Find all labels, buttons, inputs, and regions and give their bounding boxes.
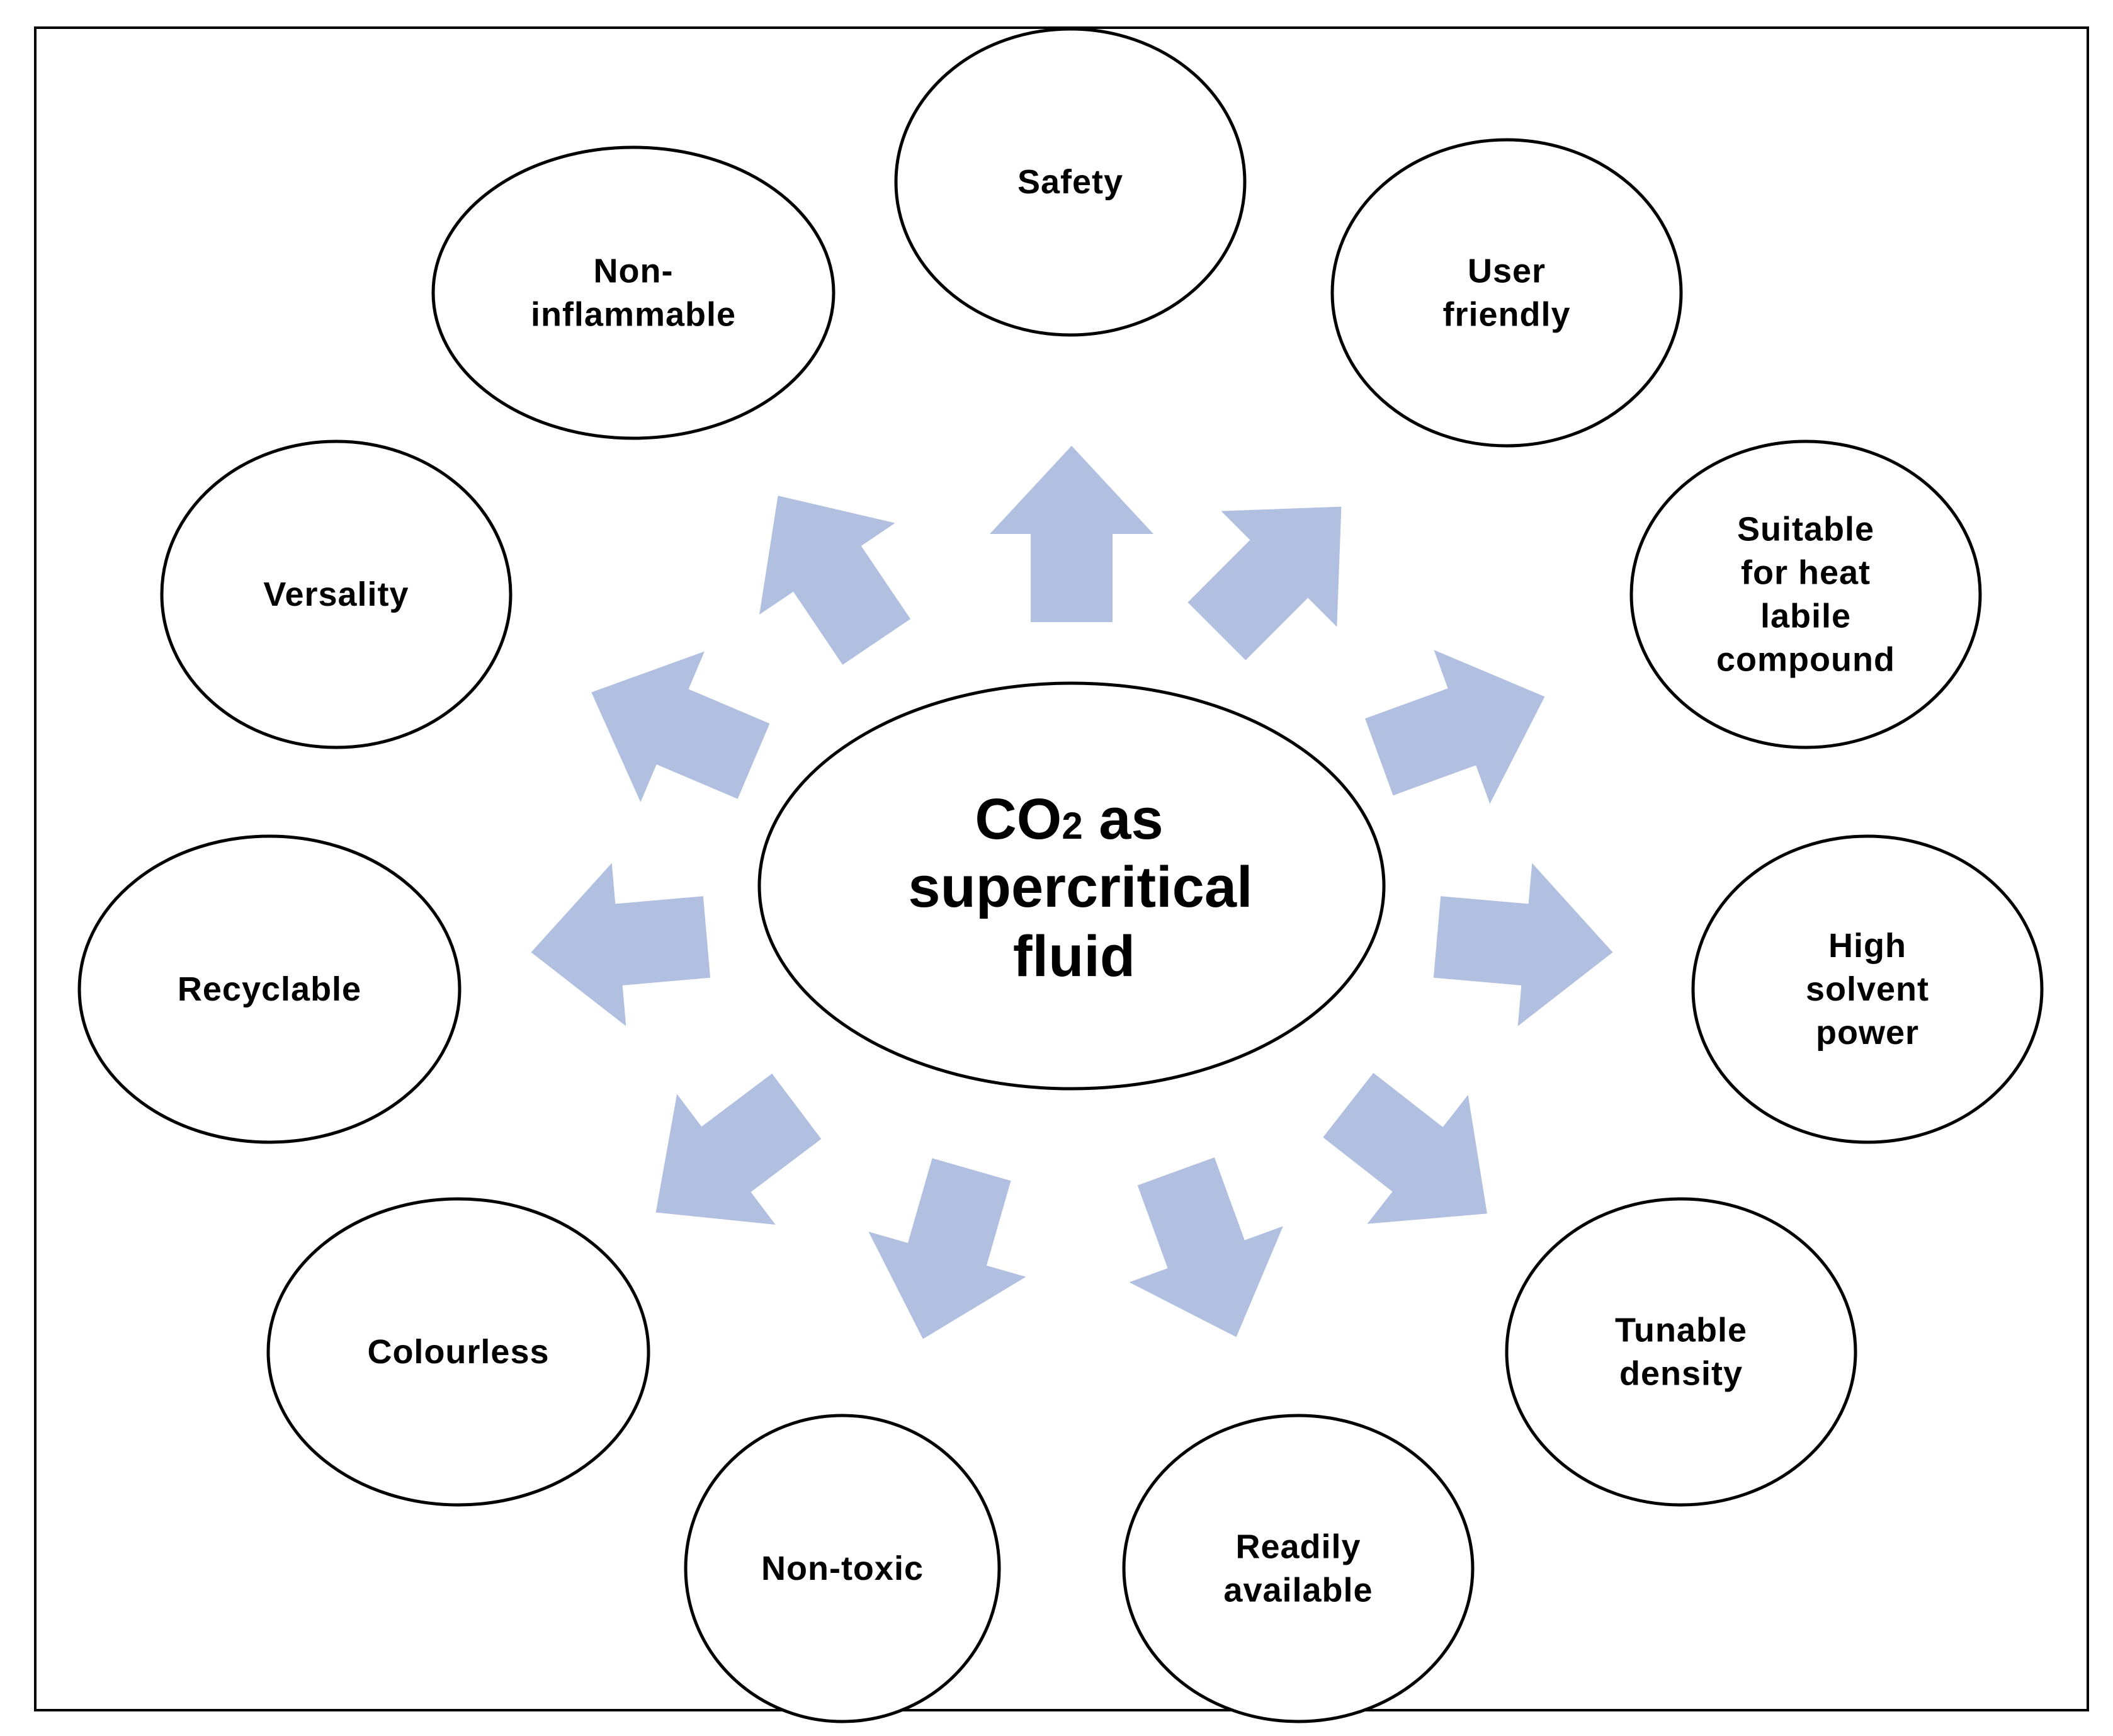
center-node: CO2 as supercritical fluid: [757, 681, 1386, 1091]
property-ellipse: [431, 145, 836, 440]
property-versality: Versality: [160, 440, 513, 749]
arrow-to-safety: [990, 446, 1153, 622]
property-label-line: compound: [1716, 641, 1895, 679]
property-ellipse: [1691, 834, 2044, 1144]
property-ellipse: [1330, 138, 1683, 448]
property-ellipse: [77, 834, 462, 1144]
property-label-line: Non-toxic: [761, 1550, 924, 1587]
arrow-to-suitable-heat-labile: [1365, 650, 1545, 804]
property-ellipse: [684, 1414, 1001, 1723]
arrow-to-high-solvent-power: [1433, 863, 1613, 1026]
property-label-line: Readily: [1235, 1528, 1361, 1566]
property-label-line: labile: [1760, 598, 1851, 635]
property-ellipse: [1122, 1414, 1475, 1723]
property-high-solvent-power: High solvent power: [1691, 834, 2044, 1144]
property-ellipse: [160, 440, 513, 749]
property-label-line: Colourless: [367, 1333, 549, 1371]
arrow-to-colourless: [655, 1074, 822, 1225]
property-label-line: density: [1619, 1355, 1743, 1393]
property-label-line: Recyclable: [178, 970, 361, 1008]
arrow-to-tunable-density: [1323, 1072, 1487, 1224]
property-label-line: power: [1816, 1014, 1919, 1052]
property-user-friendly: User friendly: [1330, 138, 1683, 448]
arrow-to-versality: [591, 651, 770, 802]
center-title-line2: supercritical: [908, 855, 1252, 919]
arrows-group: [531, 446, 1613, 1339]
property-ellipse: [266, 1197, 650, 1507]
property-label-line: Safety: [1017, 163, 1123, 201]
property-label-line: for heat: [1741, 554, 1871, 592]
center-title-line1: CO2 as: [975, 787, 1163, 851]
property-label-line: available: [1223, 1572, 1373, 1609]
property-tunable-density: Tunable density: [1505, 1197, 1857, 1507]
property-recyclable: Recyclable: [77, 834, 462, 1144]
property-label-line: User: [1468, 252, 1546, 290]
property-safety: Safety: [894, 27, 1247, 337]
property-suitable-heat-labile: Suitable for heat labile compound: [1629, 440, 1982, 749]
center-title-line3: fluid: [1013, 924, 1135, 989]
property-ellipse: [1505, 1197, 1857, 1507]
as-text: as: [1083, 787, 1164, 851]
co2-text: CO: [975, 787, 1062, 851]
property-ellipse: [894, 27, 1247, 337]
property-label-line: Non-: [594, 252, 674, 290]
arrow-to-non-inflammable: [759, 496, 911, 665]
property-ellipse: [1629, 440, 1982, 749]
property-non-inflammable: Non-inflammable: [431, 145, 836, 440]
co2-subscript: 2: [1062, 805, 1082, 847]
arrow-to-recyclable: [531, 863, 711, 1026]
property-colourless: Colourless: [266, 1197, 650, 1507]
property-label-line: solvent: [1806, 970, 1929, 1008]
property-label-line: Suitable: [1737, 511, 1874, 548]
property-non-toxic: Non-toxic: [684, 1414, 1001, 1723]
property-label-line: friendly: [1442, 296, 1570, 334]
center-ellipse: [757, 681, 1386, 1091]
arrow-to-non-toxic: [868, 1158, 1026, 1339]
arrow-to-user-friendly: [1187, 506, 1342, 661]
property-label-line: Versality: [263, 576, 409, 613]
property-readily-available: Readily available: [1122, 1414, 1475, 1723]
arrow-to-readily-available: [1129, 1157, 1283, 1337]
property-label-line: High: [1828, 927, 1906, 965]
property-label-line: inflammable: [531, 296, 736, 334]
property-label-line: Tunable: [1615, 1312, 1747, 1349]
